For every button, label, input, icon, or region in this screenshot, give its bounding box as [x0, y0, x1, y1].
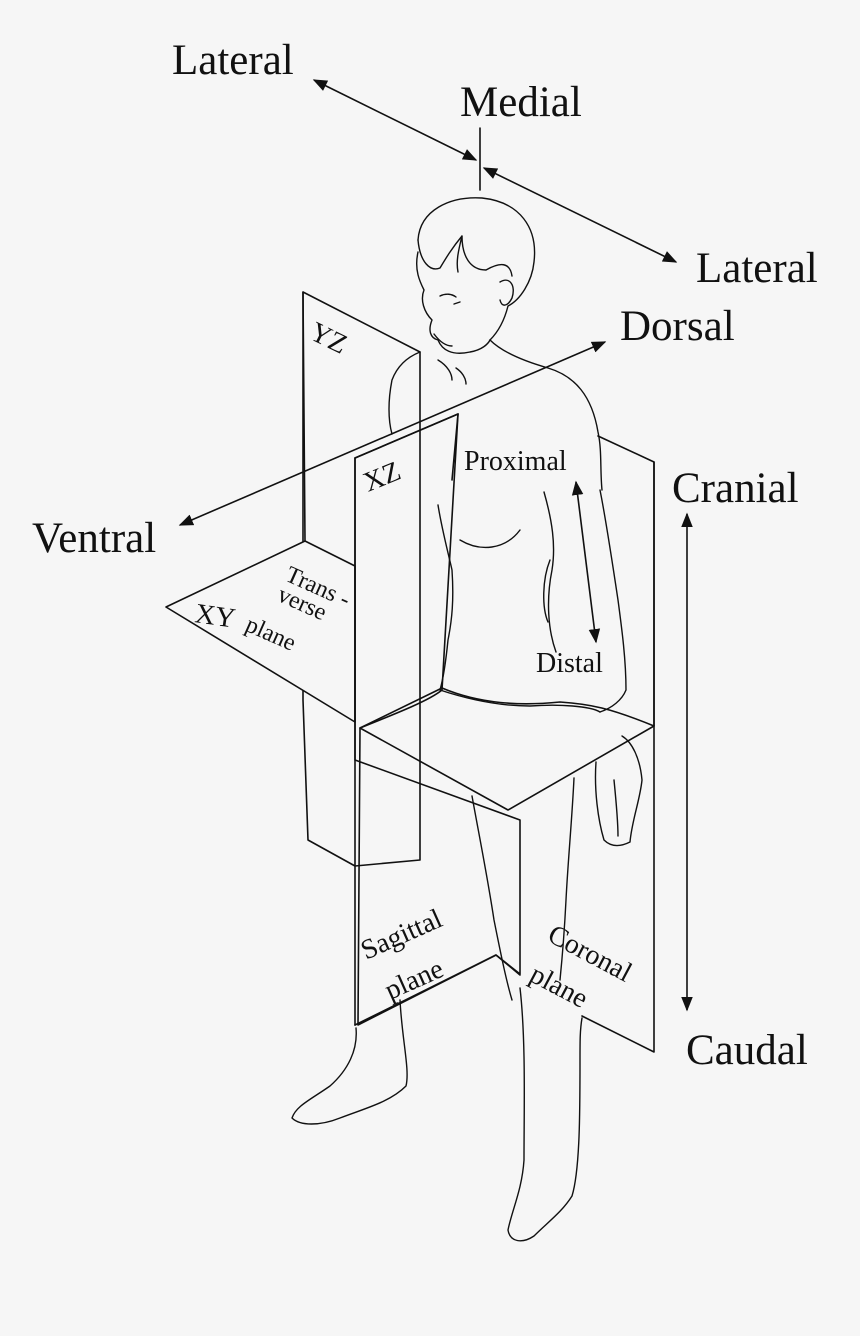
hair-fringe [417, 235, 513, 277]
forearm [599, 489, 627, 713]
right-leg [559, 777, 575, 981]
torso [437, 504, 454, 691]
medial-label: Medial [460, 79, 582, 126]
dorsal-label: Dorsal [620, 303, 735, 350]
coronal-plane [581, 435, 655, 1053]
ventral-label: Ventral [32, 515, 156, 562]
transverse-cut [359, 687, 655, 811]
lateral-medial-arrow [312, 79, 678, 263]
right-lower-leg [507, 987, 583, 1242]
proximal-label: Proximal [464, 446, 567, 477]
hand [594, 735, 643, 847]
chest-line [459, 529, 521, 549]
face-profile [415, 251, 491, 354]
left-leg [471, 795, 513, 1001]
xy-plane-label: XY [193, 598, 237, 634]
lateral-right-label: Lateral [696, 245, 818, 292]
cranial-label: Cranial [672, 465, 799, 512]
dorsal-ventral-arrow [178, 341, 607, 526]
left-foot [291, 999, 408, 1125]
ear [499, 279, 514, 306]
caudal-label: Caudal [686, 1027, 808, 1074]
proximal-distal-arrow [571, 480, 601, 644]
distal-label: Distal [536, 648, 603, 679]
sagittal-label-line2: plane [380, 953, 448, 1006]
lateral-left-label: Lateral [172, 37, 294, 84]
eye [439, 293, 457, 298]
